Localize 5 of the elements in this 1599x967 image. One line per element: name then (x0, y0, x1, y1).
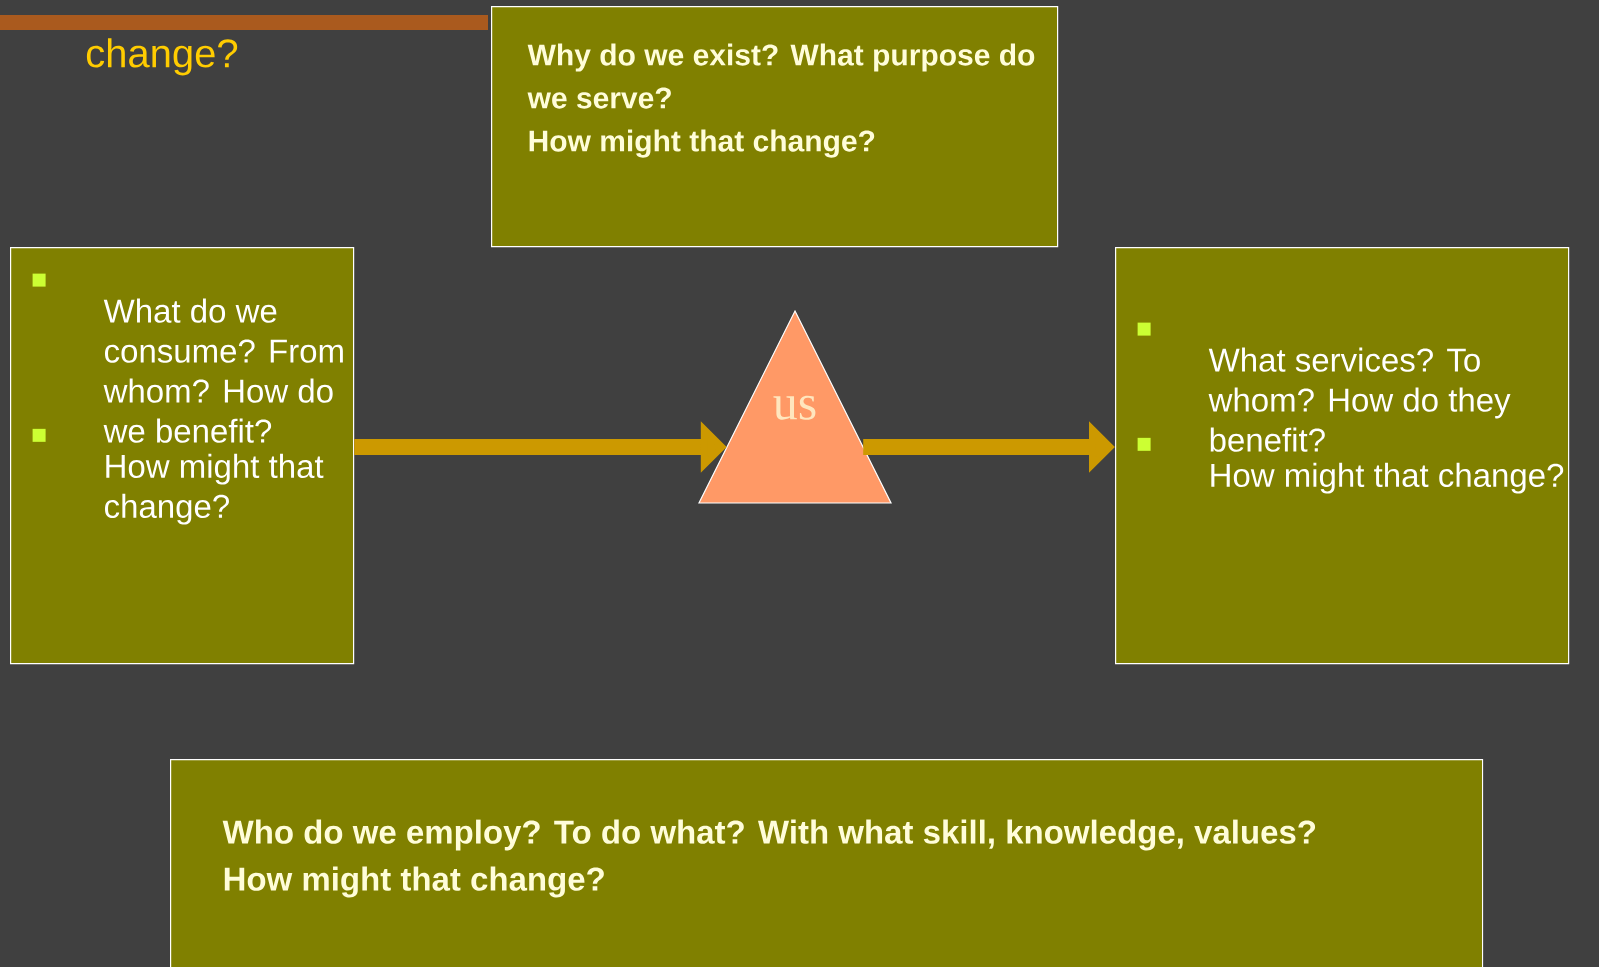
slide-title: change? (86, 38, 238, 76)
question-box: What services? To whom? How do they benefit? How might that change? (1115, 247, 1570, 665)
question-box: What do we consume? From whom? How do we benefit? How might that change? (10, 247, 355, 665)
question-box: Who do we employ? To do what? With what skill, knowledge, values? How might that change? (170, 759, 1484, 967)
question-box: Why do we exist? What purpose do we serve? How might that change? (491, 6, 1059, 248)
